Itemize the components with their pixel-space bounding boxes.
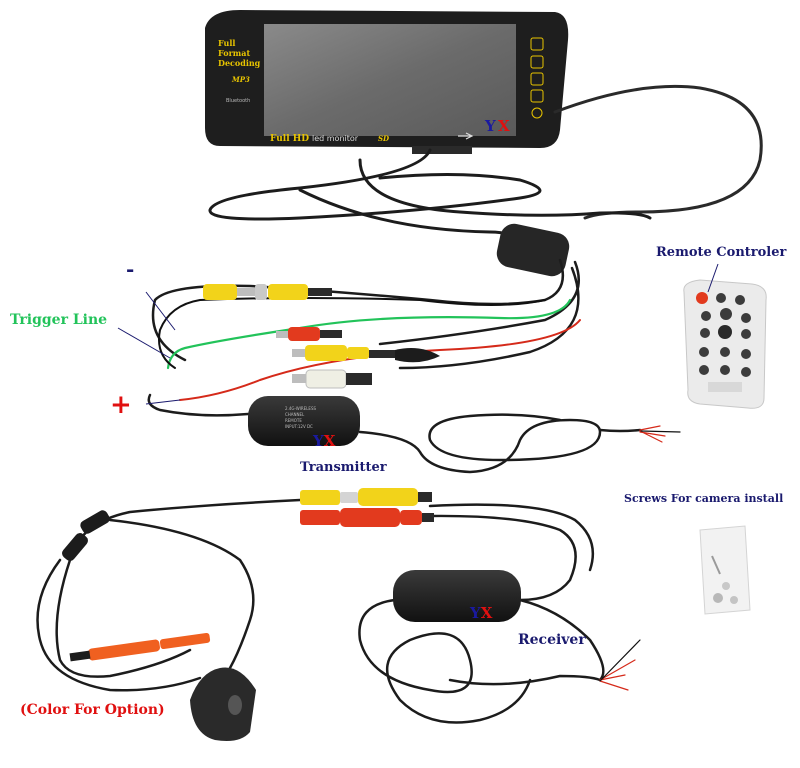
rca-connectors-top (203, 284, 440, 389)
usb-icon (458, 132, 474, 140)
transmitter-watermark: YX (312, 432, 336, 450)
brand-format: Format (218, 48, 250, 58)
button-icon-1 (530, 37, 544, 51)
rca-connectors-camera (300, 488, 434, 527)
button-icon-4 (530, 89, 544, 103)
ferrite-core (496, 223, 570, 277)
callout-lines (117, 291, 181, 405)
watermark-y: Y (484, 117, 496, 135)
wireless-transmitter: 2.4G-WIRELESS CHANNEL REMOTE INPUT:12V D… (248, 396, 360, 450)
sd-logo: SD (378, 134, 390, 143)
button-icon-2 (530, 55, 544, 69)
screws-bag (699, 525, 751, 615)
brand-full: Full (218, 38, 235, 48)
transmitter-text-3: REMOTE (285, 418, 302, 423)
screws-label: Screws For camera install (624, 492, 784, 505)
fullhd-text: Full HD (270, 134, 309, 144)
transmitter-label: Transmitter (300, 460, 387, 475)
cable-harness (36, 84, 763, 724)
mirror-monitor: Full Format Decoding MP3 Full HD SD Blue… (205, 10, 569, 154)
trigger-line-label: Trigger Line (10, 312, 108, 328)
positive-label: + (110, 390, 132, 420)
color-option-label: (Color For Option) (20, 702, 165, 718)
negative-label: - (126, 257, 135, 281)
brand-decoding: Decoding (218, 58, 261, 68)
remote-controller-label: Remote Controler (656, 245, 787, 260)
wireless-receiver: YX (393, 570, 521, 622)
transmitter-text-1: 2.4G-WIRELESS (285, 406, 316, 411)
button-icon-3 (530, 72, 544, 86)
mp3-logo: MP3 (231, 75, 250, 84)
watermark-x: X (498, 117, 510, 135)
backup-camera (190, 667, 256, 741)
receiver-watermark: YX (469, 604, 493, 622)
monitor-buttons (530, 37, 544, 119)
led-monitor-text: led monitor (312, 134, 359, 143)
receiver-label: Receiver (518, 632, 586, 648)
transmitter-text-4: INPUT:12V DC (285, 424, 313, 429)
transmitter-text-2: CHANNEL (285, 412, 305, 417)
remote-control (683, 279, 767, 409)
power-icon (531, 107, 543, 119)
remote-power-button (696, 292, 708, 304)
monitor-screen (264, 24, 516, 136)
bluetooth-text: Bluetooth (226, 98, 250, 104)
camera-connectors (62, 510, 211, 662)
